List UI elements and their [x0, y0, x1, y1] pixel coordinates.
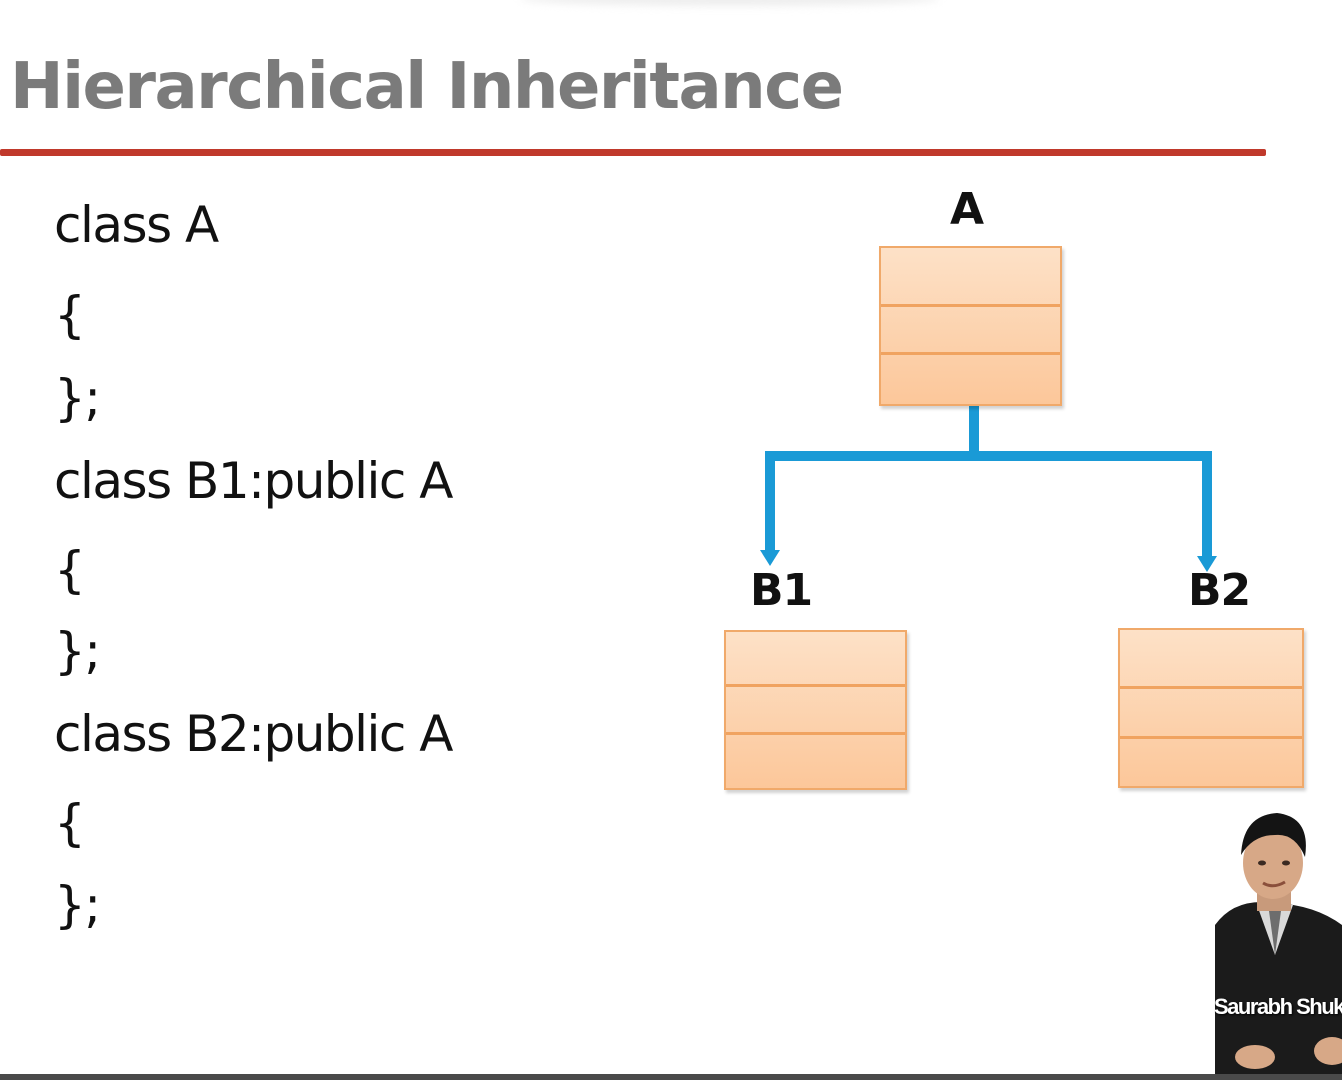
top-shadow: [520, 0, 940, 6]
code-line: class B1:public A: [54, 452, 454, 510]
presenter-name-caption: Saurabh Shukla: [1214, 994, 1342, 1019]
class-a-label: A: [950, 184, 984, 235]
box-divider: [1120, 736, 1302, 739]
arrowhead-b1: [760, 550, 780, 566]
code-line: class A: [54, 196, 219, 254]
class-b2-box: [1118, 628, 1304, 788]
class-b1-box: [724, 630, 907, 790]
code-line: };: [54, 876, 101, 934]
box-divider: [1120, 686, 1302, 689]
arrowhead-b2: [1197, 556, 1217, 572]
box-divider: [881, 352, 1060, 355]
class-b2-label: B2: [1188, 565, 1251, 616]
box-divider: [726, 732, 905, 735]
code-line: {: [54, 541, 86, 599]
title-underline: [0, 149, 1266, 156]
code-line: class B2:public A: [54, 705, 454, 763]
code-line: };: [54, 369, 101, 427]
slide-title: Hierarchical Inheritance: [10, 50, 844, 124]
code-line: {: [54, 794, 86, 852]
code-line: {: [54, 286, 86, 344]
box-divider: [881, 304, 1060, 307]
class-b1-label: B1: [750, 565, 813, 616]
box-divider: [726, 684, 905, 687]
connector-lines: [765, 405, 1212, 558]
code-line: };: [54, 622, 101, 680]
bottom-bar: [0, 1074, 1342, 1080]
presenter-image: [1215, 813, 1342, 1075]
class-a-box: [879, 246, 1062, 406]
